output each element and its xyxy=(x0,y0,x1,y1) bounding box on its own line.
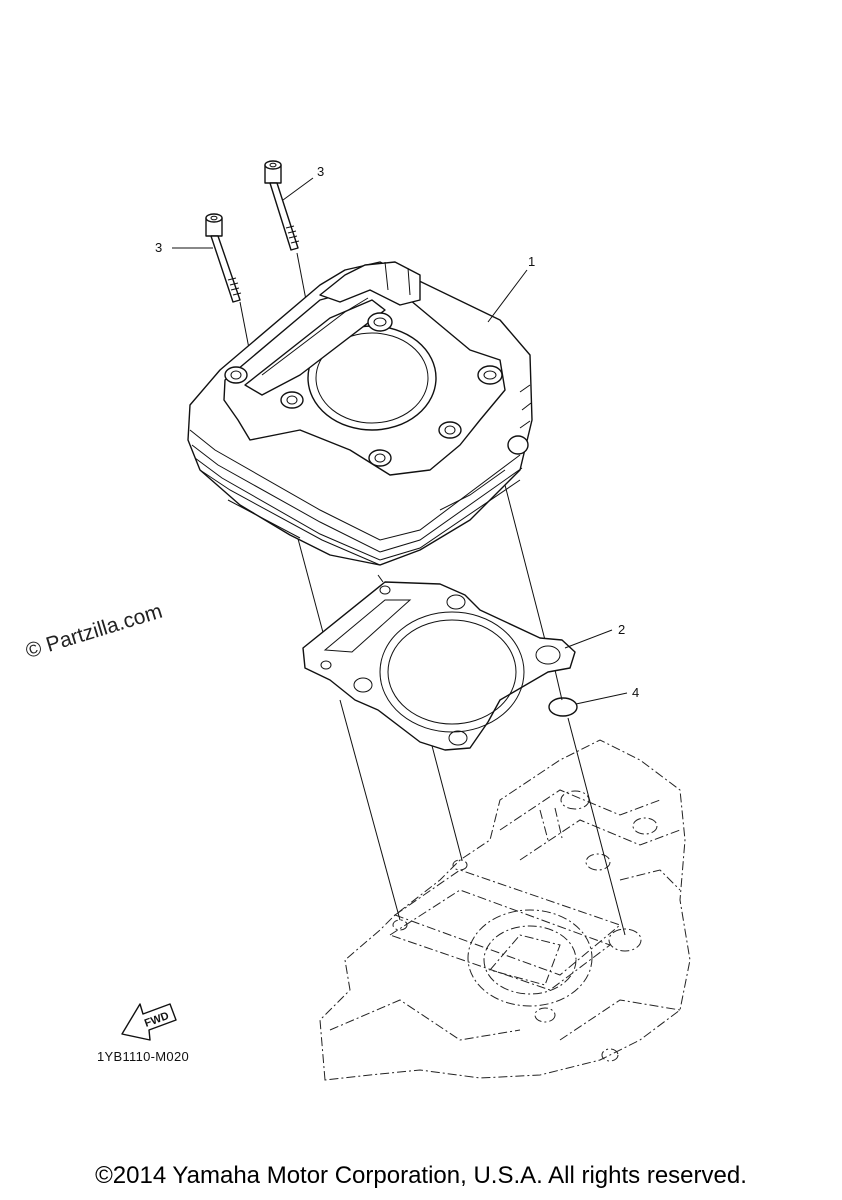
o-ring xyxy=(548,697,578,717)
cylinder-gasket xyxy=(302,581,576,751)
crankcase-phantom-outline xyxy=(319,739,691,1081)
assembly-guide-lines xyxy=(239,252,626,936)
copyright-notice: ©2014 Yamaha Motor Corporation, U.S.A. A… xyxy=(95,1162,747,1189)
drawing-code: 1YB1110-M020 xyxy=(97,1049,190,1064)
cylinder-bolt-lower xyxy=(205,213,242,303)
cylinder-bolt-upper xyxy=(264,160,300,251)
callout-cylinder: 1 xyxy=(528,254,535,269)
cylinder-body xyxy=(187,261,533,566)
callout-bolt-lower: 3 xyxy=(155,240,162,255)
leader-lines xyxy=(172,177,628,705)
callout-gasket: 2 xyxy=(618,622,625,637)
callout-bolt-upper: 3 xyxy=(317,164,324,179)
callout-o-ring: 4 xyxy=(632,685,639,700)
fwd-arrow-icon: FWD xyxy=(121,1003,177,1041)
